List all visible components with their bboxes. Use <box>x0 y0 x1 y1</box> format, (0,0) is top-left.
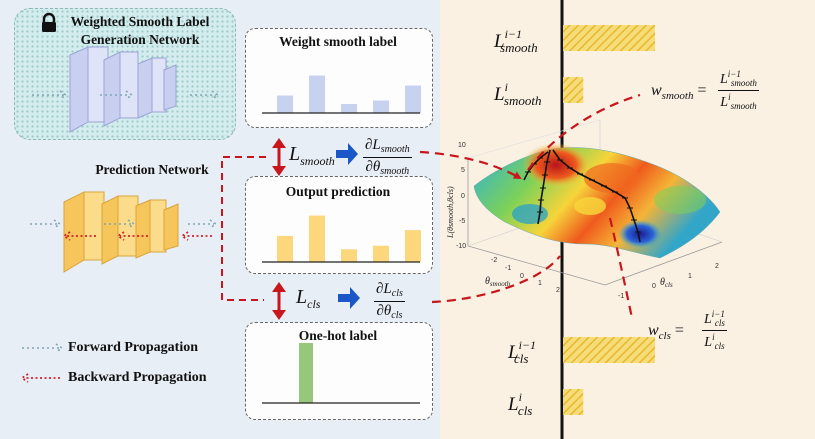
one-hot-label-box <box>245 322 433 420</box>
l-cls-cur-label: Licls <box>508 390 533 418</box>
output-prediction-bar <box>373 245 389 262</box>
prediction-backward-arrows <box>62 231 212 241</box>
one-hot-label-title: One-hot label <box>298 328 378 343</box>
loss-bar-cls-prev <box>563 337 655 363</box>
output-prediction-bars <box>277 215 421 262</box>
weight-smooth-bars <box>277 75 421 113</box>
lock-icon <box>40 12 58 33</box>
prediction-network-title: Prediction Network <box>95 162 209 177</box>
z-tick-label: -10 <box>456 243 466 250</box>
red-double-arrow-smooth <box>272 138 286 176</box>
l-smooth-label: Lsmooth <box>289 143 335 168</box>
y-tick-label: 0 <box>652 283 656 290</box>
output-prediction-title: Output prediction <box>285 184 391 199</box>
output-prediction-bar <box>405 230 421 262</box>
weight-smooth-bar <box>277 95 293 113</box>
l-cls-prev-label: Li−1cls <box>508 338 537 366</box>
x-axis-label: θsmooth <box>485 276 511 288</box>
output-prediction-bar <box>277 235 293 262</box>
red-double-arrow-cls <box>272 282 286 320</box>
weight-smooth-bar <box>341 104 357 113</box>
red-dashed-curve-to-w-cls <box>608 217 634 319</box>
l-cls-label: Lcls <box>296 286 321 311</box>
generation-network-title-line1: Weighted Smooth Label <box>70 14 210 29</box>
red-dashed-curve-bottom <box>431 255 561 304</box>
output-prediction-bar <box>309 215 325 262</box>
w-smooth-fraction: Li−1smooth Lismooth <box>718 69 759 111</box>
generation-network-layers <box>69 46 177 133</box>
prediction-network-layers <box>63 191 179 273</box>
y-tick-label: -1 <box>618 293 624 300</box>
x-tick-label: -1 <box>505 265 511 272</box>
legend-forward-arrow <box>22 343 64 353</box>
blue-arrow-cls <box>338 287 360 309</box>
grad-cls-fraction: ∂Lcls ∂θcls <box>374 281 405 321</box>
one-hot-bar <box>299 343 313 403</box>
z-tick-label: 0 <box>461 193 465 200</box>
legend-forward-label: Forward Propagation <box>68 340 199 355</box>
legend-backward-arrow <box>20 373 60 383</box>
output-prediction-bar <box>341 249 357 262</box>
weight-smooth-bar <box>309 75 325 113</box>
y-tick-label: 1 <box>688 273 692 280</box>
grad-smooth-fraction: ∂Lsmooth ∂θsmooth <box>363 137 412 177</box>
w-cls-symbol: wcls= <box>648 322 684 342</box>
weight-smooth-label-box <box>245 28 433 128</box>
generation-network-title-line2: Generation Network <box>80 32 200 47</box>
loss-bar-cls-cur <box>563 389 584 415</box>
red-dashed-curve-to-plot <box>419 150 522 179</box>
x-tick-label: 1 <box>538 280 542 287</box>
output-prediction-box <box>245 176 433 274</box>
red-dashed-connector-left <box>221 156 266 301</box>
x-tick-label: 0 <box>520 273 524 280</box>
z-axis-label: L(θsmooth,θcls) <box>446 186 455 239</box>
weight-smooth-bar <box>373 100 389 113</box>
weight-smooth-bar <box>405 85 421 113</box>
l-smooth-cur-label: Lismooth <box>494 80 542 108</box>
y-axis-label: θcls <box>660 277 673 289</box>
l-smooth-prev-label: Li−1smooth <box>494 27 538 55</box>
w-cls-fraction: Li−1cls Licls <box>702 309 727 351</box>
x-tick-label: 2 <box>556 287 560 294</box>
z-tick-label: 5 <box>461 167 465 174</box>
y-tick-label: 2 <box>715 263 719 270</box>
w-smooth-symbol: wsmooth= <box>651 82 707 102</box>
loss-bars <box>563 25 655 415</box>
loss-bar-smooth-prev <box>563 25 655 51</box>
legend-backward-label: Backward Propagation <box>68 370 207 385</box>
weight-smooth-label-title: Weight smooth label <box>279 34 397 49</box>
generation-forward-arrows <box>32 90 220 100</box>
z-tick-label: 10 <box>458 142 466 149</box>
one-hot-bars <box>299 343 313 403</box>
blue-arrow-smooth <box>336 143 358 165</box>
red-dashed-curve-to-w-smooth <box>527 93 641 171</box>
loss-bar-smooth-cur <box>563 77 584 103</box>
loss-surface-plot: 10 5 0 -5 -10 -2 -1 0 1 2 2 1 0 -1 L(θsm… <box>446 119 723 300</box>
z-tick-label: -5 <box>459 218 465 225</box>
prediction-forward-arrows <box>30 219 218 229</box>
x-tick-label: -2 <box>491 257 497 264</box>
